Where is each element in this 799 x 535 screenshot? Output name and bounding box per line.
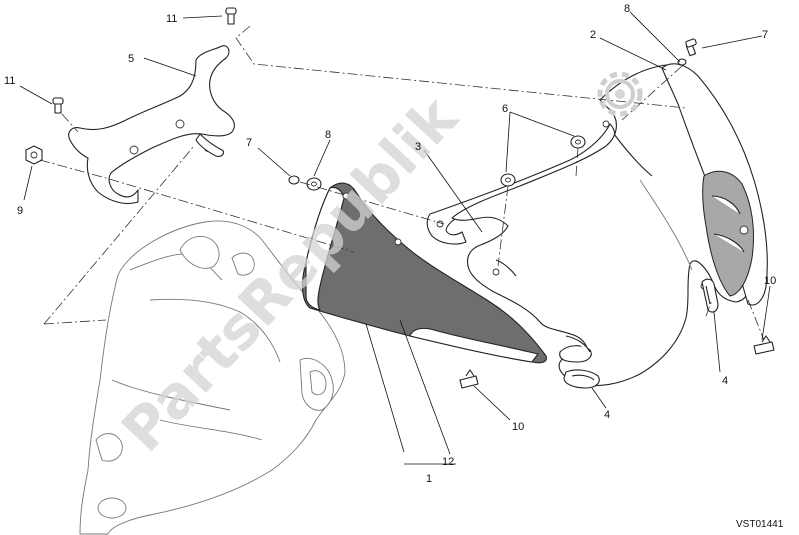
callout-6: 6: [502, 103, 508, 115]
callout-9: 9: [17, 205, 23, 217]
assembly-dashed-lines: [39, 25, 765, 341]
bracket-part-5[interactable]: [68, 45, 235, 205]
callout-11-left: 11: [4, 75, 15, 87]
callout-2: 2: [590, 29, 596, 41]
callout-3: 3: [415, 141, 421, 153]
side-panel-part-2[interactable]: [661, 63, 768, 306]
grommet-part-4-right[interactable]: [701, 278, 719, 313]
grommet-part-6-a[interactable]: [500, 173, 516, 187]
nut-part-9[interactable]: [25, 145, 43, 165]
washer-part-7-left[interactable]: [288, 175, 300, 185]
callout-4-right: 4: [722, 375, 728, 387]
callout-8-left: 8: [325, 129, 331, 141]
callout-12: 12: [442, 456, 454, 468]
frame-outline: [79, 220, 346, 535]
side-cover-part-12[interactable]: [301, 182, 547, 364]
callout-7-right: 7: [762, 29, 768, 41]
callout-leaders: [19, 11, 771, 465]
callout-5: 5: [128, 53, 134, 65]
screw-part-7-right[interactable]: [685, 38, 697, 57]
grommet-part-4-bottom[interactable]: [563, 369, 600, 389]
screw-part-11-top[interactable]: [225, 7, 237, 25]
callout-10-right: 10: [764, 275, 776, 287]
clip-part-10-right[interactable]: [753, 335, 775, 355]
screw-part-11-left[interactable]: [52, 97, 64, 114]
callout-4-bottom: 4: [604, 409, 610, 421]
callout-10-bottom: 10: [512, 421, 524, 433]
callout-7-left: 7: [246, 137, 252, 149]
callout-11-top: 11: [166, 13, 177, 25]
front-fairing-shell[interactable]: [451, 64, 751, 387]
callout-8-right: 8: [624, 3, 630, 15]
gear-icon: [597, 71, 643, 117]
spacer-part-8-left[interactable]: [306, 177, 322, 191]
clip-part-10-bottom[interactable]: [459, 369, 479, 389]
callout-1: 1: [426, 473, 432, 485]
callout-numbers: 11 11 5 9 7 8 3 6 2 8 7 10 4 4 10 12 1: [4, 3, 776, 485]
grommet-part-6-b[interactable]: [570, 135, 586, 149]
drawing-code: VST01441: [736, 519, 784, 530]
washer-part-8-right[interactable]: [677, 58, 687, 66]
